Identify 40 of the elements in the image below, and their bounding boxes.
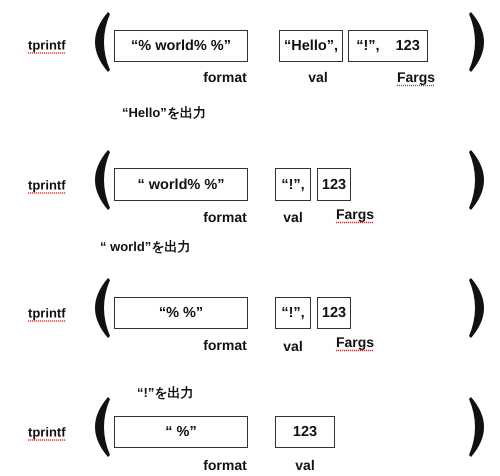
argument-value: “!”, xyxy=(281,176,305,192)
argument-box xyxy=(114,168,248,201)
argument-box xyxy=(279,30,343,62)
argument-box xyxy=(275,297,311,329)
parameter-name: val xyxy=(283,209,303,225)
argument-box xyxy=(114,297,248,329)
parameter-name: format xyxy=(203,457,247,473)
argument-box xyxy=(114,30,248,62)
argument-value: 123 xyxy=(322,305,346,321)
argument-box xyxy=(275,168,311,201)
parameter-name: val xyxy=(295,457,315,473)
function-name: tprintf xyxy=(28,38,66,52)
parameter-name: Fargs xyxy=(396,69,436,85)
argument-box xyxy=(348,30,428,62)
output-note: “Hello”を出力 xyxy=(122,104,206,122)
parameter-name: Fargs xyxy=(336,206,374,222)
argument-box xyxy=(317,297,351,329)
argument-value: “ %” xyxy=(165,424,197,440)
parameter-name: format xyxy=(203,209,247,225)
output-note: “!”を出力 xyxy=(137,384,194,402)
argument-box xyxy=(275,416,335,448)
argument-value: “% world% %” xyxy=(131,38,231,54)
parameter-name: format xyxy=(203,337,247,353)
parameter-name: Fargs xyxy=(336,334,374,350)
argument-value: “!”, xyxy=(281,305,305,321)
argument-value: “!”, 123 xyxy=(356,38,420,54)
parameter-name: val xyxy=(308,69,328,85)
argument-value: “% %” xyxy=(158,305,204,321)
parameter-name: val xyxy=(283,338,303,354)
argument-box xyxy=(114,416,248,448)
argument-value: 123 xyxy=(322,176,346,192)
function-name: tprintf xyxy=(28,306,66,320)
argument-box xyxy=(317,168,351,201)
argument-value: “ world% %” xyxy=(137,176,224,192)
argument-value: “Hello”, xyxy=(284,38,338,54)
function-name: tprintf xyxy=(28,178,66,192)
argument-value: 123 xyxy=(292,424,318,440)
parameter-name: format xyxy=(203,69,247,85)
function-name: tprintf xyxy=(28,424,66,440)
output-note: “ world”を出力 xyxy=(100,238,190,256)
